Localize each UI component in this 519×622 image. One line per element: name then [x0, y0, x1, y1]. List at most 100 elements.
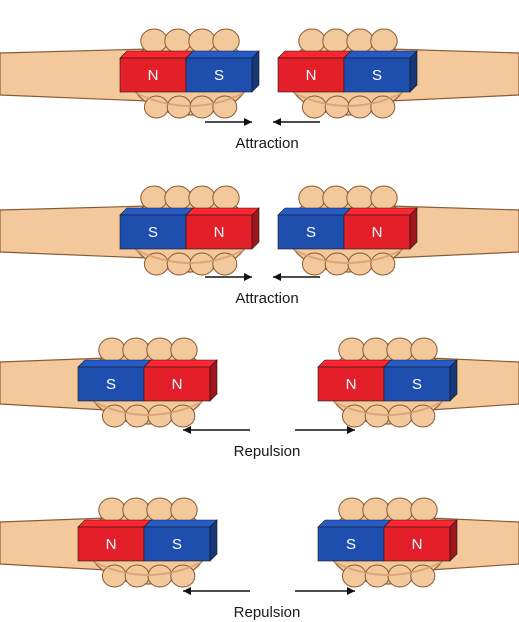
- right-knuckle: [411, 498, 437, 522]
- north-pole-label: N: [372, 224, 383, 241]
- south-pole-label: S: [306, 224, 316, 241]
- left-knuckle: [147, 338, 173, 362]
- magnet-top-face: [120, 51, 193, 58]
- magnet-top-face: [278, 51, 351, 58]
- left-knuckle: [141, 29, 167, 53]
- south-pole-label: S: [346, 536, 356, 553]
- left-knuckle: [165, 29, 191, 53]
- left-knuckle: [165, 186, 191, 210]
- arrow-right: [205, 118, 252, 126]
- left-knuckle: [99, 498, 125, 522]
- magnet-side-face: [210, 520, 217, 561]
- magnet-side-face: [210, 360, 217, 401]
- right-finger: [342, 565, 366, 587]
- right-finger: [371, 253, 395, 275]
- left-knuckle: [123, 498, 149, 522]
- left-finger: [171, 565, 195, 587]
- right-knuckle: [387, 338, 413, 362]
- arrow-right: [295, 426, 355, 434]
- right-finger: [348, 253, 372, 275]
- left-finger: [167, 96, 191, 118]
- left-finger: [213, 253, 237, 275]
- north-pole-label: N: [106, 536, 117, 553]
- left-knuckle: [147, 498, 173, 522]
- row-repulsion-2: NSSNRepulsion: [0, 498, 519, 621]
- north-pole-label: N: [412, 536, 423, 553]
- right-knuckle: [299, 186, 325, 210]
- magnet-top-face: [186, 51, 259, 58]
- left-knuckle: [141, 186, 167, 210]
- south-pole-label: S: [412, 376, 422, 393]
- right-knuckle: [363, 498, 389, 522]
- magnet-side-face: [410, 208, 417, 249]
- right-knuckle: [363, 338, 389, 362]
- north-pole-label: N: [306, 67, 317, 84]
- magnet-side-face: [252, 51, 259, 92]
- arrow-right: [295, 587, 355, 595]
- right-knuckle: [323, 29, 349, 53]
- right-finger: [325, 96, 349, 118]
- left-finger: [125, 405, 149, 427]
- left-finger: [102, 565, 126, 587]
- row-caption: Attraction: [235, 135, 298, 152]
- magnet-top-face: [186, 208, 259, 215]
- magnet-top-face: [78, 360, 151, 367]
- right-finger: [388, 565, 412, 587]
- right-finger: [365, 405, 389, 427]
- right-finger: [371, 96, 395, 118]
- south-pole-label: S: [372, 67, 382, 84]
- south-pole-label: S: [172, 536, 182, 553]
- magnet-side-face: [450, 360, 457, 401]
- right-knuckle: [299, 29, 325, 53]
- left-knuckle: [189, 29, 215, 53]
- arrow-left: [183, 587, 250, 595]
- magnet-side-face: [450, 520, 457, 561]
- left-finger: [213, 96, 237, 118]
- right-finger: [411, 565, 435, 587]
- right-finger: [348, 96, 372, 118]
- magnet-side-face: [410, 51, 417, 92]
- row-caption: Repulsion: [234, 604, 301, 621]
- left-finger: [144, 96, 168, 118]
- arrow-left: [273, 118, 320, 126]
- right-knuckle: [347, 29, 373, 53]
- north-pole-label: N: [172, 376, 183, 393]
- magnet-top-face: [278, 208, 351, 215]
- left-knuckle: [213, 186, 239, 210]
- magnet-top-face: [318, 520, 391, 527]
- right-knuckle: [323, 186, 349, 210]
- south-pole-label: S: [148, 224, 158, 241]
- right-knuckle: [387, 498, 413, 522]
- magnet-top-face: [344, 208, 417, 215]
- left-knuckle: [171, 338, 197, 362]
- right-finger: [411, 405, 435, 427]
- left-magnet: NS: [120, 51, 259, 92]
- right-finger: [302, 253, 326, 275]
- row-caption: Repulsion: [234, 443, 301, 460]
- row-caption: Attraction: [235, 290, 298, 307]
- south-pole-label: S: [214, 67, 224, 84]
- magnet-top-face: [144, 360, 217, 367]
- north-pole-label: N: [214, 224, 225, 241]
- left-knuckle: [213, 29, 239, 53]
- right-knuckle: [347, 186, 373, 210]
- arrow-left: [183, 426, 250, 434]
- right-knuckle: [411, 338, 437, 362]
- left-finger: [144, 253, 168, 275]
- right-finger: [365, 565, 389, 587]
- left-finger: [102, 405, 126, 427]
- left-finger: [148, 565, 172, 587]
- left-knuckle: [99, 338, 125, 362]
- magnet-top-face: [318, 360, 391, 367]
- left-finger: [125, 565, 149, 587]
- right-magnet: NS: [278, 51, 417, 92]
- right-knuckle: [371, 186, 397, 210]
- right-knuckle: [339, 498, 365, 522]
